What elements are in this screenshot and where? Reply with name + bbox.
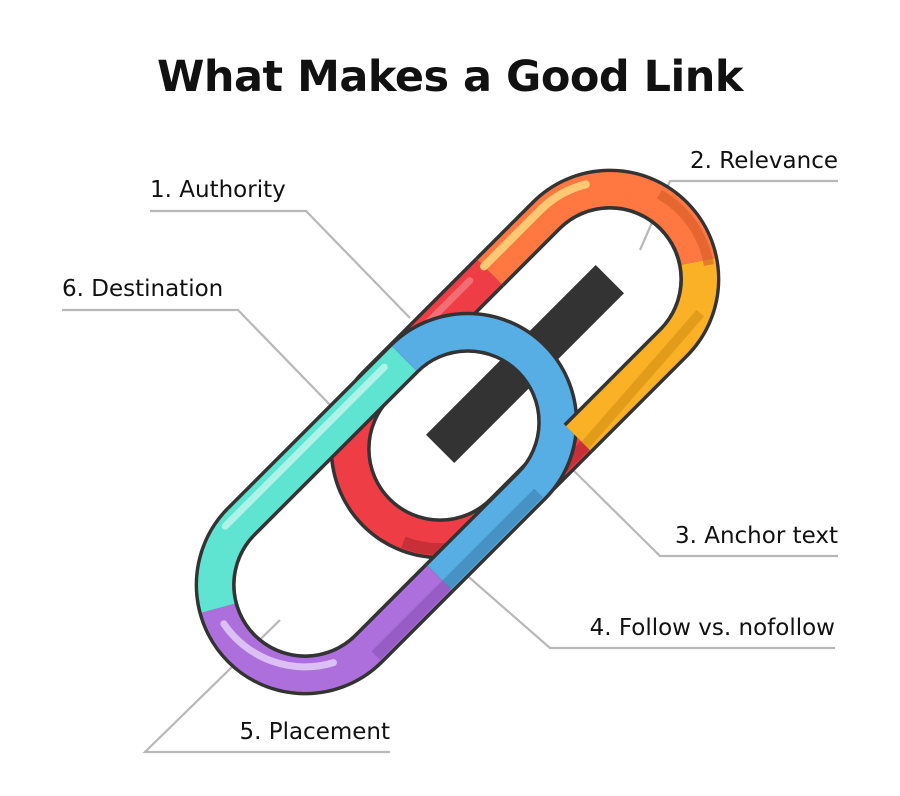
label-follow: 4. Follow vs. nofollow [590, 615, 835, 641]
lower-link-front [194, 344, 454, 696]
leader-relevance [638, 179, 838, 251]
follow-segment [392, 315, 575, 590]
label-placement: 5. Placement [239, 719, 390, 745]
label-anchor-text: 3. Anchor text [675, 523, 838, 549]
label-authority: 1. Authority [150, 177, 286, 203]
relevance-segment [477, 172, 715, 285]
upper-link-front [475, 168, 721, 453]
label-relevance: 2. Relevance [690, 148, 838, 174]
label-destination: 6. Destination [62, 276, 223, 302]
leader-destination [62, 308, 336, 411]
leader-authority [150, 209, 411, 319]
page-title: What Makes a Good Link [156, 52, 744, 102]
leader-anchor-text [564, 461, 838, 558]
leader-follow [454, 564, 835, 650]
destination-segment [198, 346, 417, 613]
lower-link-back [389, 311, 579, 593]
